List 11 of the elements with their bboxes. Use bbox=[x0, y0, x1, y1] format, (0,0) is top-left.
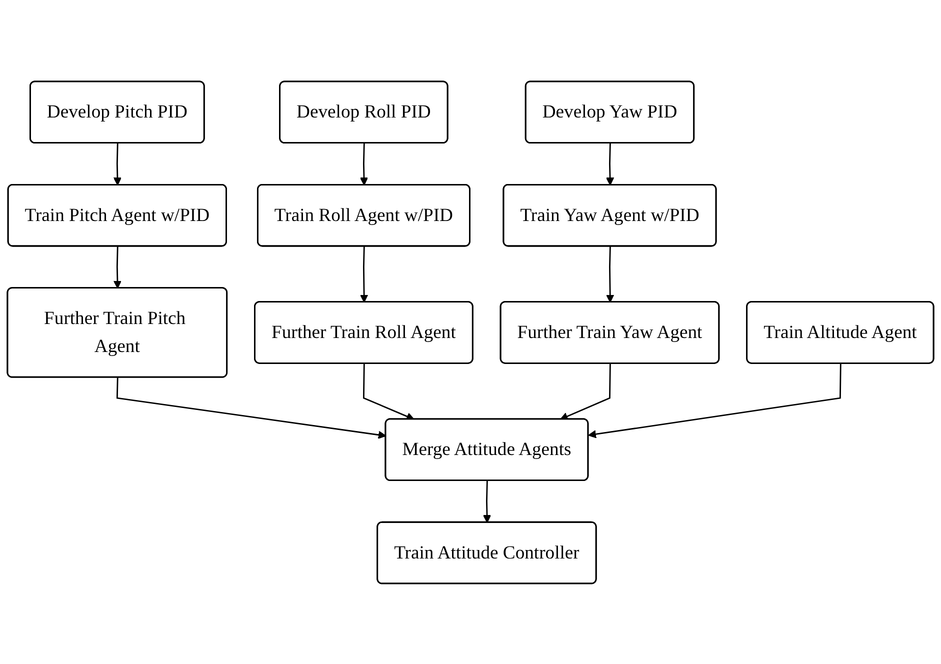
arrow bbox=[363, 363, 414, 420]
arrow bbox=[588, 363, 842, 438]
arrow bbox=[113, 142, 122, 185]
arrow bbox=[360, 142, 368, 185]
arrow bbox=[560, 363, 611, 420]
arrow bbox=[606, 142, 614, 185]
arrow bbox=[116, 377, 386, 438]
arrow bbox=[606, 246, 614, 302]
arrow bbox=[113, 246, 122, 288]
arrow bbox=[360, 246, 368, 302]
arrow bbox=[482, 480, 492, 522]
